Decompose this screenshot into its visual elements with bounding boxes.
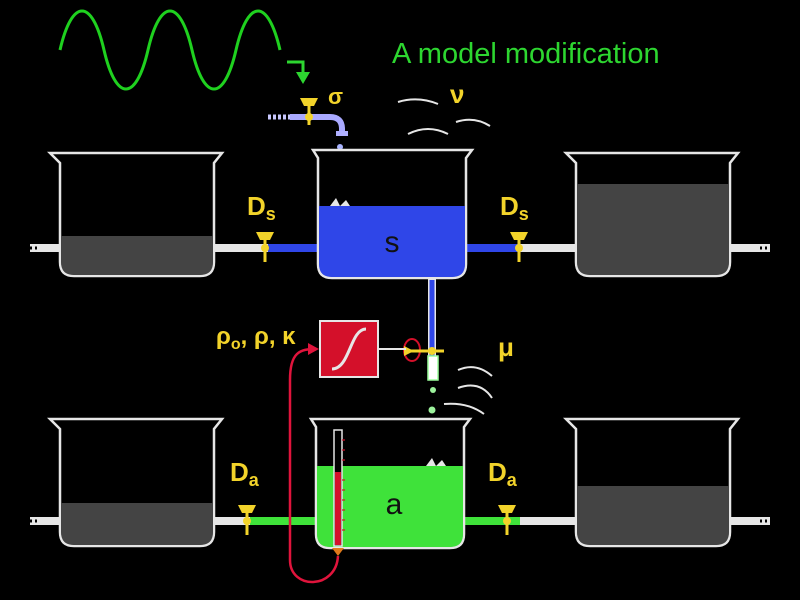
- reservoir-upper-right: [562, 151, 741, 278]
- level-gauge-icon: [332, 429, 345, 556]
- sigma-label: σ: [328, 84, 343, 109]
- tank-a: a: [308, 417, 473, 550]
- inflow-arrow-icon: [287, 60, 310, 84]
- tank-s-label: s: [385, 226, 400, 259]
- valve-icon-ds-right: [510, 232, 528, 262]
- valve-icon-da-left: [238, 505, 256, 535]
- rho-kappa-label: ρo, ρ, κ: [216, 323, 296, 353]
- sigma-valve-icon: [300, 98, 318, 125]
- evaporation-arcs-lower-icon: [443, 366, 493, 415]
- ds-right-label: Ds: [500, 191, 529, 224]
- reservoir-upper-left: [46, 151, 225, 278]
- ds-left-label: Ds: [247, 191, 276, 224]
- nu-label: ν: [450, 79, 464, 109]
- sine-wave-icon: [58, 9, 282, 91]
- valve-icon-ds-left: [256, 232, 274, 262]
- reservoir-lower-left: [46, 417, 225, 548]
- da-left-label: Da: [230, 457, 260, 490]
- valve-icon-da-right: [498, 505, 516, 535]
- sigmoid-box-icon: [319, 320, 406, 378]
- feedback-arrow-icon: [288, 343, 340, 584]
- mu-label: μ: [498, 332, 514, 362]
- tank-a-label: a: [386, 488, 403, 521]
- reservoir-lower-right: [562, 417, 741, 548]
- da-right-label: Da: [488, 457, 518, 490]
- tank-s: s: [310, 148, 475, 280]
- faucet-icon: [268, 114, 348, 136]
- page-title: A model modification: [392, 38, 660, 70]
